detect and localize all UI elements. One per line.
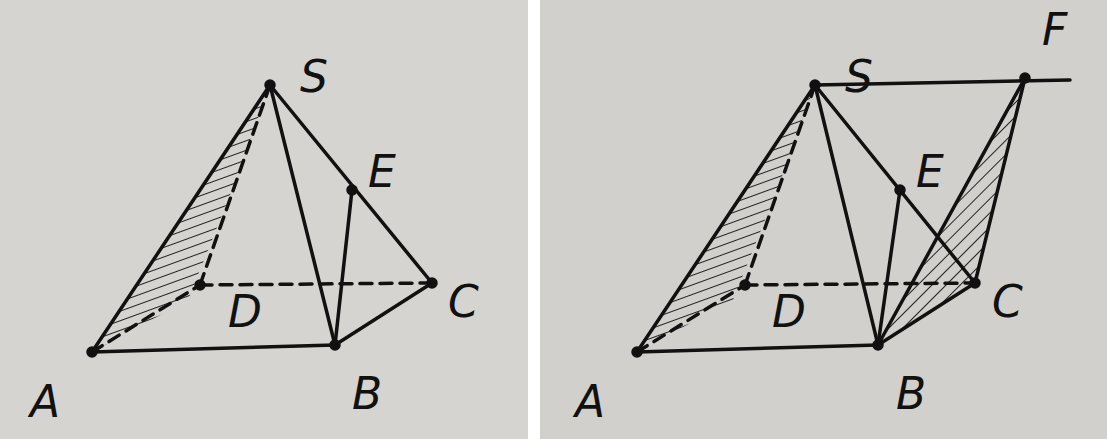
pyramid-left <box>88 81 436 356</box>
vertex-label: F <box>1042 8 1067 52</box>
vertex-label: B <box>352 372 382 416</box>
vertex-label: A <box>30 380 60 424</box>
vertex-label: E <box>916 150 944 194</box>
vertex-label: B <box>896 372 926 416</box>
vertex-label: A <box>575 380 605 424</box>
vertex-label: S <box>845 55 873 99</box>
vertex-label: D <box>228 290 262 334</box>
paper-right <box>540 0 1107 439</box>
vertex-label: D <box>772 290 806 334</box>
vertex-label: C <box>448 280 479 324</box>
pyramid-right <box>633 74 1070 356</box>
paper-left <box>0 0 528 439</box>
vertex-label: S <box>300 55 328 99</box>
vertex-label: E <box>368 150 396 194</box>
vertex-label: C <box>992 280 1023 324</box>
